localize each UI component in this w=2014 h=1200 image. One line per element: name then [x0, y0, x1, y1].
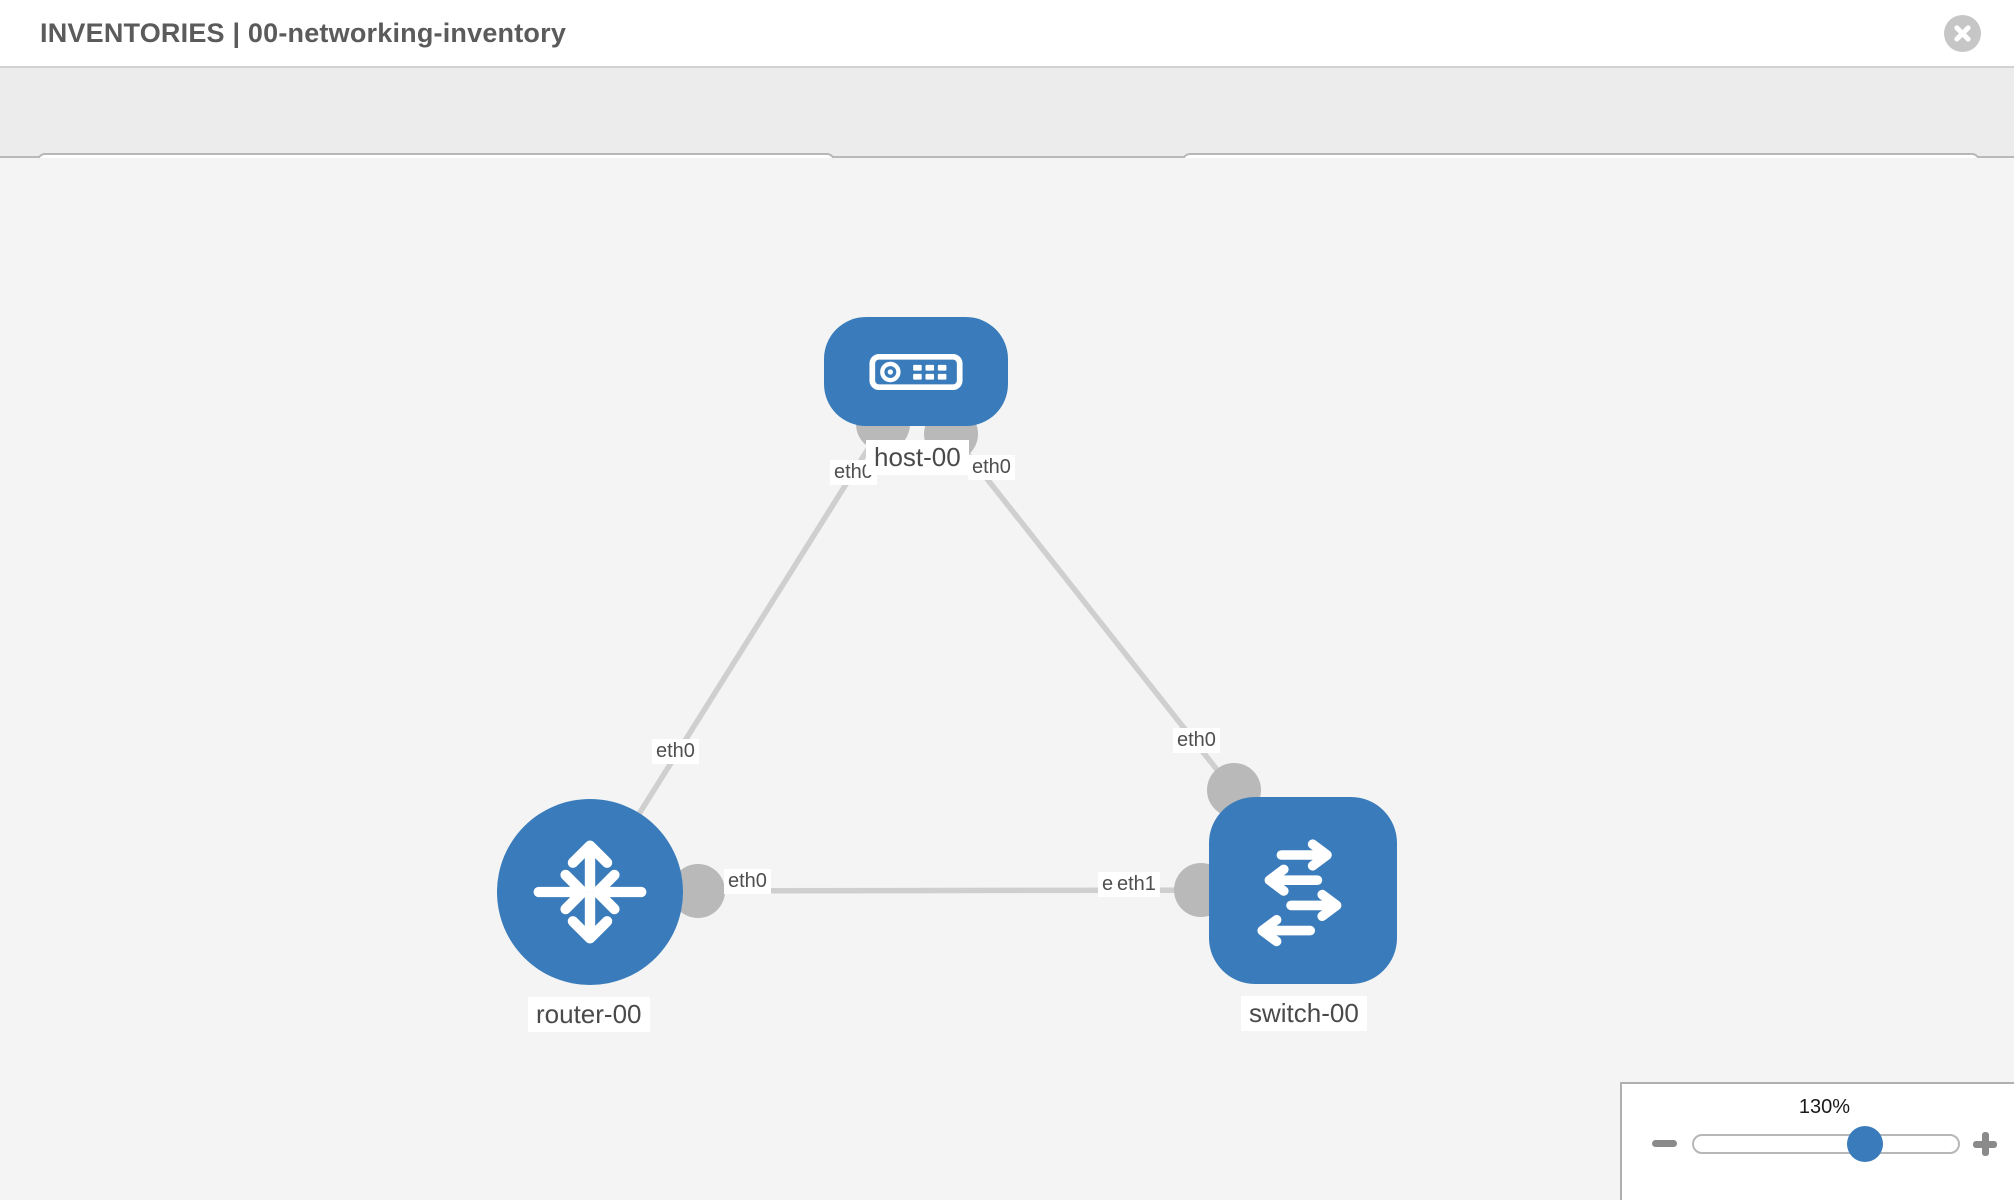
zoom-slider-thumb[interactable] — [1847, 1126, 1883, 1162]
zoom-panel: 130% — [1620, 1082, 2014, 1200]
topology-canvas[interactable]: eth0 eth0 eth0 eth0 eth0 eth0 eth1 host-… — [0, 158, 2014, 1200]
iface-label-router-switch-router-end: eth0 — [724, 869, 771, 894]
node-router-00[interactable] — [497, 799, 683, 985]
node-switch-00[interactable] — [1209, 797, 1397, 984]
topology-links — [587, 428, 1304, 894]
toolbar: ACTIONS SEARCH — [0, 66, 2014, 214]
close-icon[interactable] — [1944, 15, 1981, 52]
iface-label-host-switch-switch-end: eth0 — [1173, 728, 1220, 753]
zoom-out-minus-icon[interactable] — [1652, 1140, 1677, 1147]
node-label-host-00: host-00 — [866, 440, 969, 475]
node-label-switch-00: switch-00 — [1241, 996, 1367, 1031]
host-icon — [869, 353, 963, 390]
iface-label-host-router-router-end: eth0 — [652, 739, 699, 764]
page-title: INVENTORIES | 00-networking-inventory — [40, 17, 567, 48]
zoom-in-plus-icon[interactable] — [1973, 1132, 1997, 1156]
zoom-slider-track[interactable] — [1692, 1134, 1960, 1154]
zoom-level-value: 130% — [1798, 1096, 1851, 1118]
plus-vertical-bar — [1981, 1132, 1989, 1156]
node-host-00[interactable] — [824, 317, 1008, 426]
switch-icon — [1257, 838, 1342, 946]
header: INVENTORIES | 00-networking-inventory — [0, 0, 2014, 66]
iface-label-router-switch-switch-end: eth1 — [1113, 872, 1160, 897]
router-icon — [533, 840, 647, 944]
iface-label-host-switch-host-end: eth0 — [968, 455, 1015, 480]
node-label-router-00: router-00 — [528, 997, 650, 1032]
